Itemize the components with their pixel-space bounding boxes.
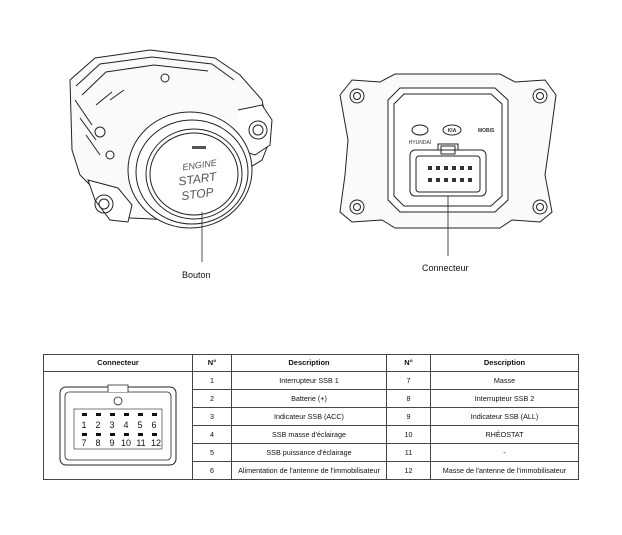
component-drawings: ENGINE START STOP HYUNDAI KIA MOBIS — [69, 49, 557, 262]
pin-label-12: 12 — [151, 438, 161, 448]
pin-desc: SSB masse d'éclairage — [231, 425, 387, 444]
pin-label-8: 8 — [95, 438, 100, 448]
pin-desc-2: Masse — [430, 371, 579, 390]
pin-description-table: Connecteur N° Description N° Description — [43, 354, 579, 480]
pin-label-6: 6 — [151, 420, 156, 430]
header-description-2: Description — [430, 354, 579, 372]
pin-desc: Interrupteur SSB 1 — [231, 371, 387, 390]
pin-label-4: 4 — [123, 420, 128, 430]
pin-label-7: 7 — [81, 438, 86, 448]
pin-no-2: 10 — [386, 425, 431, 444]
pin-no-2: 11 — [386, 443, 431, 462]
pin-desc: Alimentation de l'antenne de l'immobilis… — [231, 461, 387, 480]
pin-desc-2: Indicateur SSB (ALL) — [430, 407, 579, 426]
connector-diagram-cell: 1 2 3 4 5 6 7 8 9 10 11 12 — [43, 371, 193, 480]
pin-no: 6 — [192, 461, 232, 480]
start-stop-button-drawing — [69, 49, 273, 229]
pin-label-10: 10 — [121, 438, 131, 448]
header-no: N° — [192, 354, 232, 372]
logo-mobis: MOBIS — [478, 128, 495, 134]
connector-socket-pins — [428, 166, 472, 182]
logo-hyundai: HYUNDAI — [409, 140, 432, 146]
table-row: 4 SSB masse d'éclairage 10 RHÉOSTAT — [44, 425, 579, 444]
pin-desc-2: - — [430, 443, 579, 462]
pin-desc-2: Interrupteur SSB 2 — [430, 389, 579, 408]
pin-no: 4 — [192, 425, 232, 444]
pin-label-11: 11 — [136, 438, 145, 448]
pin-no: 5 — [192, 443, 232, 462]
pin-desc: SSB puissance d'éclairage — [231, 443, 387, 462]
pin-no-2: 12 — [386, 461, 431, 480]
table-row: 2 Batterie (+) 8 Interrupteur SSB 2 — [44, 389, 579, 408]
pin-desc-2: Masse de l'antenne de l'immobilisateur — [430, 461, 579, 480]
connector-view-drawing — [339, 73, 557, 229]
connector-pinout-drawing: 1 2 3 4 5 6 7 8 9 10 11 12 — [59, 384, 177, 465]
pin-no: 1 — [192, 371, 232, 390]
connecteur-label: Connecteur — [422, 263, 469, 273]
table-row: 3 Indicateur SSB (ACC) 9 Indicateur SSB … — [44, 407, 579, 426]
pin-desc: Indicateur SSB (ACC) — [231, 407, 387, 426]
header-connector: Connecteur — [43, 354, 193, 372]
pin-label-9: 9 — [109, 438, 114, 448]
pin-desc: Batterie (+) — [231, 389, 387, 408]
button-face-engine: ENGINE — [182, 158, 219, 173]
header-description: Description — [231, 354, 387, 372]
button-face-stop: STOP — [180, 185, 214, 203]
logo-kia: KIA — [448, 128, 457, 134]
pin-label-5: 5 — [137, 420, 142, 430]
pin-label-3: 3 — [109, 420, 114, 430]
button-face-start: START — [178, 169, 219, 188]
table-row: 1 2 3 4 5 6 7 8 9 10 11 12 1 — [43, 371, 579, 480]
table-row: 6 Alimentation de l'antenne de l'immobil… — [44, 461, 579, 480]
pin-no-2: 9 — [386, 407, 431, 426]
table-header-row: Connecteur N° Description N° Description — [43, 354, 579, 372]
pin-no-2: 7 — [386, 371, 431, 390]
pin-label-2: 2 — [95, 420, 100, 430]
pin-no-2: 8 — [386, 389, 431, 408]
pin-no: 3 — [192, 407, 232, 426]
pin-desc-2: RHÉOSTAT — [430, 425, 579, 444]
pin-label-1: 1 — [81, 420, 86, 430]
header-no-2: N° — [386, 354, 431, 372]
bouton-label: Bouton — [182, 270, 211, 280]
pin-no: 2 — [192, 389, 232, 408]
